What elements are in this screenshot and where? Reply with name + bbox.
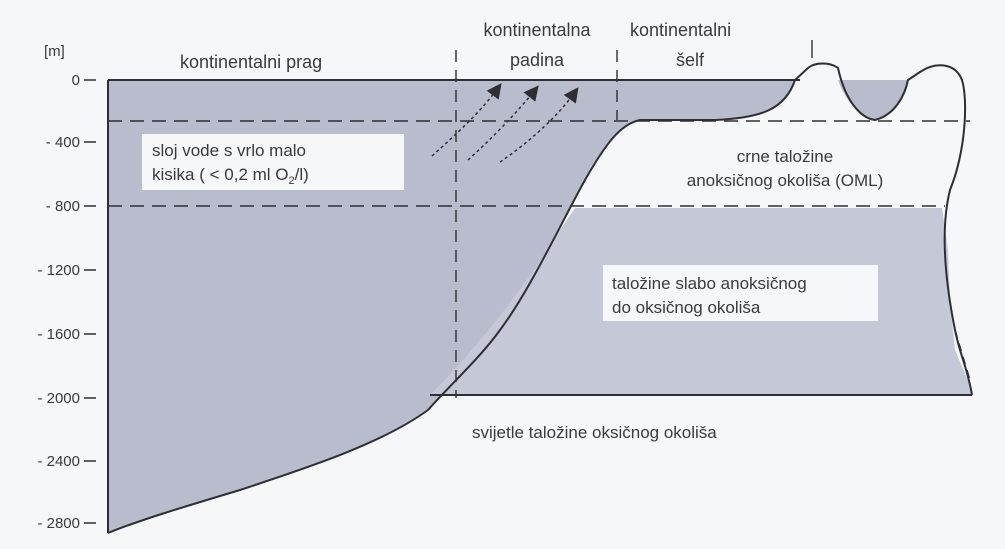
y-tick-label: - 400 [46, 134, 80, 151]
oxygen-note-tail: /l) [295, 165, 309, 184]
y-tick-label: - 800 [46, 198, 80, 215]
right-edge-dashed-line [954, 329, 971, 381]
weak-anoxic-line2: do oksičnog okoliša [612, 298, 761, 317]
seafloor-profile [107, 62, 973, 534]
oxygen-note-box [142, 134, 404, 190]
light-sediments-label: svijetle taložine oksičnog okoliša [472, 423, 717, 442]
y-tick-label: - 1600 [37, 326, 80, 343]
axis-unit-label: [m] [44, 43, 65, 60]
zone-label-self-line2: šelf [676, 50, 705, 70]
oxygen-note-line1: sloj vode s vrlo malo [152, 141, 306, 160]
oxygen-note-line2: kisika ( < 0,2 ml O2/l) [152, 165, 309, 187]
upwelling-arrow [499, 87, 579, 163]
y-tick-label: - 2400 [37, 453, 80, 470]
shelf-basin [838, 80, 908, 120]
y-tick-label: - 2000 [37, 390, 80, 407]
black-sediments-line2: anoksičnog okoliša (OML) [687, 171, 884, 190]
y-tick-label: - 2800 [37, 515, 80, 532]
zone-label-self-line1: kontinentalni [630, 20, 731, 40]
weak-anoxic-note-box [603, 265, 878, 321]
y-tick-label: - 1200 [37, 262, 80, 279]
y-tick-label: 0 [72, 72, 80, 89]
zone-label-padina-line1: kontinentalna [483, 20, 591, 40]
y-axis: 0 - 400 - 800 - 1200 - 1600 - 2000 - 240… [37, 72, 96, 532]
oxygen-note-subscript: 2 [289, 175, 295, 187]
water-body [108, 80, 795, 533]
black-sediments-line1: crne taložine [737, 147, 833, 166]
upwelling-arrow [431, 83, 502, 157]
weak-anoxic-line1: taložine slabo anoksičnog [612, 274, 807, 293]
oxygen-note-main: kisika ( < 0,2 ml O [152, 165, 289, 184]
zone-label-prag: kontinentalni prag [180, 52, 322, 72]
zone-label-padina-line2: padina [510, 50, 565, 70]
